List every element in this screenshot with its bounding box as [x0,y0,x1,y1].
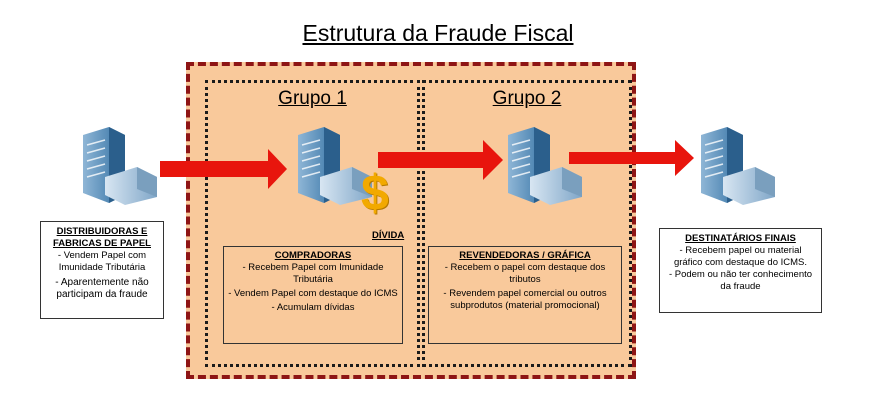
buyers-item: - Acumulam dívidas [271,302,355,313]
dollar-icon: $ [361,165,389,221]
debt-label: DÍVIDA [372,230,405,241]
final-recipients-title: DESTINATÁRIOS FINAIS [685,233,796,244]
resellers-item: - Recebem o papel com destaque dos tribu… [444,262,606,285]
arrow-right-icon [378,140,503,180]
group-1-title: Grupo 1 [278,88,347,109]
arrow-right-icon [160,149,287,189]
buyers-item: - Recebem Papel com Imunidade Tributária [242,262,384,285]
group-2-frame [422,80,632,367]
suppliers-item: - Vendem Papel com Imunidade Tributária [57,250,147,273]
building-icon [298,127,372,205]
suppliers-title: DISTRIBUIDORAS E FABRICAS DE PAPEL [52,226,151,249]
group-2-title: Grupo 2 [492,88,562,109]
building-icon [83,127,157,205]
group-1-frame [205,80,420,367]
final-recipients-item: - Podem ou não ter conhecimento da fraud… [668,269,813,292]
resellers-box: REVENDEDORAS / GRÁFICA - Recebem o papel… [428,246,622,344]
buyers-item: - Vendem Papel com destaque do ICMS [228,288,398,299]
buyers-box: COMPRADORAS - Recebem Papel com Imunidad… [223,246,403,344]
resellers-title: REVENDEDORAS / GRÁFICA [459,250,591,261]
page-title: Estrutura da Fraude Fiscal [302,20,574,46]
suppliers-item: - Aparentemente não participam da fraude [55,277,149,300]
building-icon [701,127,775,205]
building-icon [508,127,582,205]
buyers-title: COMPRADORAS [274,250,352,261]
suppliers-box: DISTRIBUIDORAS E FABRICAS DE PAPEL - Ven… [40,221,164,319]
arrow-right-icon [569,140,694,176]
final-recipients-box: DESTINATÁRIOS FINAIS - Recebem papel ou … [659,228,822,313]
final-recipients-item: - Recebem papel ou material gráfico com … [673,245,808,268]
resellers-item: - Revendem papel comercial ou outros sub… [443,288,607,311]
